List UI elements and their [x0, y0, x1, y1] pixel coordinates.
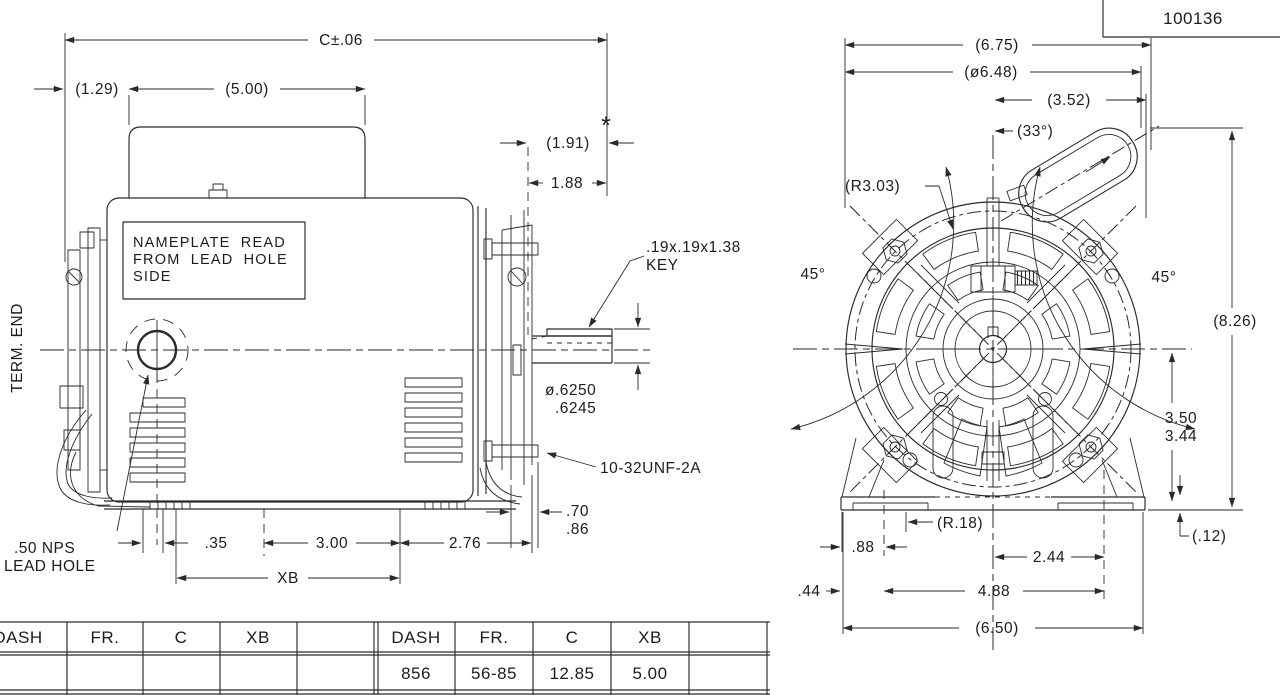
- shaft-key: [546, 328, 613, 337]
- dim-33deg: (33°): [1017, 123, 1053, 140]
- dim-648: (ø6.48): [964, 64, 1017, 81]
- title-block: 100136: [1102, 0, 1280, 38]
- table-header-fr: FR.: [480, 628, 509, 647]
- dim-675: (6.75): [975, 37, 1019, 54]
- thread-callout: 10-32UNF-2A: [600, 460, 701, 477]
- dim-44: .44: [797, 583, 820, 600]
- table-row: 856 56-85 12.85 5.00: [401, 664, 667, 683]
- dim-191-asterisk: *: [601, 112, 611, 140]
- table-grid-left: [66, 622, 379, 695]
- end-view-dimensions: (6.75) (ø6.48) (3.52) (33°) (R3.03) 45° …: [790, 37, 1257, 637]
- table-header-dash: DASH: [0, 628, 43, 647]
- table-header-xb: XB: [638, 628, 662, 647]
- terminal-end-hardware: [56, 227, 151, 508]
- table-cell-dash: 856: [401, 664, 431, 683]
- side-view: NAMEPLATE READ FROM LEAD HOLE SIDE: [4, 32, 741, 587]
- term-end-label: TERM. END: [9, 303, 26, 393]
- dim-12: (.12): [1192, 528, 1226, 545]
- dim-86: .86: [566, 521, 589, 538]
- table-left-headers: DASH FR. C XB: [0, 628, 270, 647]
- table-header-c: C: [566, 628, 579, 647]
- key-callout-line2: KEY: [646, 257, 679, 274]
- nameplate-box: [122, 221, 306, 300]
- table-grid-right: [454, 622, 768, 695]
- nameplate-line2: FROM LEAD HOLE: [133, 252, 288, 268]
- key-callout-line1: .19x.19x1.38: [646, 239, 741, 256]
- dim-191: (1.91): [546, 135, 590, 152]
- drawing-number: 100136: [1163, 9, 1223, 28]
- end-view: (6.75) (ø6.48) (3.52) (33°) (R3.03) 45° …: [790, 37, 1257, 650]
- dim-45-left: 45°: [801, 266, 826, 283]
- dim-276: 2.76: [449, 535, 481, 552]
- dim-r18: (R.18): [937, 515, 983, 532]
- table-header-c: C: [175, 628, 188, 647]
- through-bolt-studs: [483, 238, 539, 462]
- lead-hole-callout-2: LEAD HOLE: [4, 558, 96, 575]
- vent-slots-left: [129, 397, 186, 483]
- mounting-tabs: [861, 218, 1120, 484]
- lead-hole-callout-1: .50 NPS: [14, 540, 75, 557]
- dim-shaft-dia-2: .6245: [555, 400, 596, 417]
- table-cell-fr: 56-85: [471, 664, 517, 683]
- nameplate-line3: SIDE: [133, 269, 172, 285]
- dim-350: 3.50: [1165, 410, 1197, 427]
- dim-35: .35: [204, 535, 227, 552]
- dim-r303: (R3.03): [845, 178, 900, 195]
- dim-500: (5.00): [225, 81, 269, 98]
- dim-shaft-dia-1: ø.6250: [545, 382, 596, 399]
- table-header-dash: DASH: [391, 628, 440, 647]
- shaft: [531, 328, 613, 364]
- table-cell-c: 12.85: [549, 664, 594, 683]
- dim-352: (3.52): [1047, 92, 1091, 109]
- dim-244: 2.44: [1033, 549, 1065, 566]
- dim-188: 1.88: [551, 175, 583, 192]
- table-cell-xb: 5.00: [632, 664, 667, 683]
- table-header-fr: FR.: [91, 628, 120, 647]
- dim-488: 4.88: [978, 583, 1010, 600]
- dim-344: 3.44: [1165, 428, 1197, 445]
- table-right-headers: DASH FR. C XB: [391, 628, 661, 647]
- dim-88: .88: [851, 539, 874, 556]
- conduit-box: [128, 126, 366, 198]
- dim-45-right: 45°: [1152, 269, 1177, 286]
- dim-826: (8.26): [1213, 313, 1257, 330]
- side-view-dimensions: C±.06 (1.29) (5.00) (1.91) * 1.88 .19x.1…: [4, 32, 741, 587]
- dim-129: (1.29): [75, 81, 119, 98]
- nameplate-line1: NAMEPLATE READ: [133, 235, 286, 251]
- vent-slots-right: [404, 377, 463, 463]
- top-clamp: [970, 197, 1038, 293]
- shaft-end-bracket: [477, 206, 533, 505]
- dimension-tables: DASH FR. C XB DASH FR. C XB 856 56-85 12…: [0, 621, 770, 695]
- dim-xb: XB: [277, 570, 299, 587]
- dim-650: (6.50): [975, 620, 1019, 637]
- end-view-base: [840, 437, 1146, 511]
- mounting-base: [104, 500, 516, 510]
- dim-70: .70: [566, 503, 589, 520]
- table-header-xb: XB: [246, 628, 270, 647]
- dim-c: C±.06: [319, 32, 363, 49]
- bottom-vent-slots: [932, 405, 1054, 481]
- dim-300: 3.00: [316, 535, 348, 552]
